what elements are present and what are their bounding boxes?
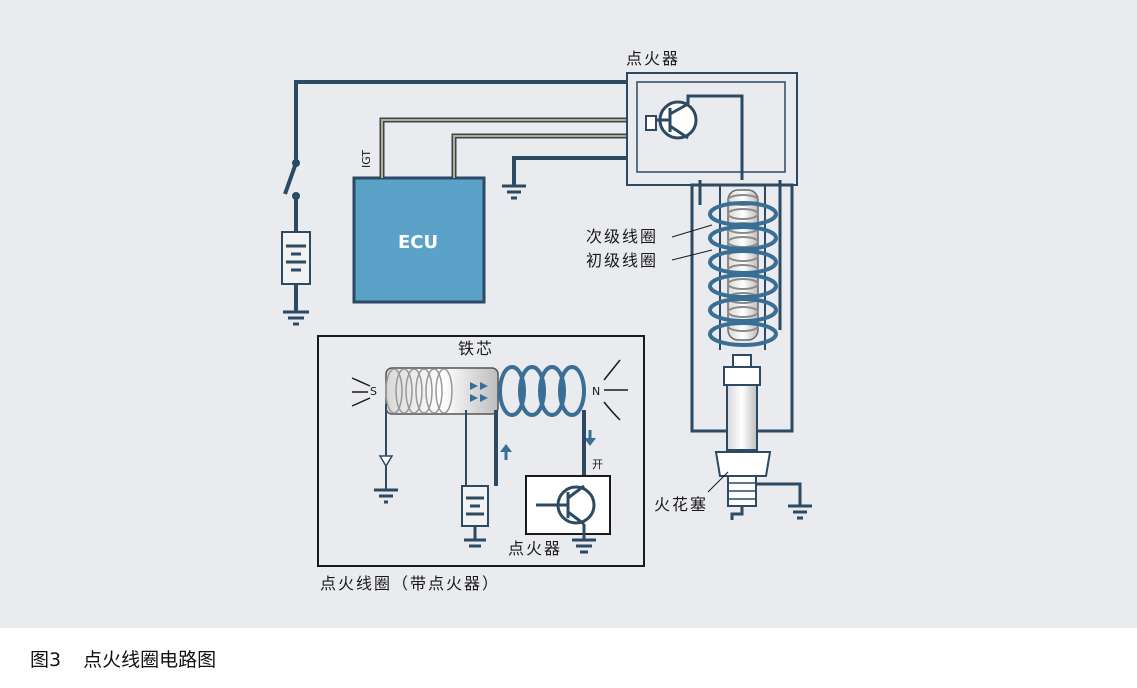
figure-caption: 图3 点火线圈电路图 (30, 645, 238, 672)
igniter-bottom-label: 点火器 (508, 539, 562, 558)
primary-coil (708, 201, 778, 347)
inset-igniter (525, 475, 611, 554)
inset-ground-left (374, 455, 398, 504)
ecu-label: ECU (398, 232, 438, 253)
pole-n-label: N (592, 385, 600, 398)
inset-primary-coil (498, 365, 586, 417)
figure-number: 图3 (30, 649, 62, 671)
coil-with-igniter-label: 点火线圈（带点火器） (320, 574, 500, 593)
igt-label: IGT (360, 150, 373, 168)
switch-open-label: 开 (592, 458, 603, 471)
spark-plug-label: 火花塞 (654, 495, 708, 514)
current-down-arrow (584, 438, 596, 446)
switch (283, 159, 300, 232)
iron-core (385, 367, 499, 415)
battery (281, 231, 311, 312)
ignition-circuit-diagram: ECU IGT 点火器 (281, 49, 812, 593)
ground-symbol-battery (283, 310, 309, 326)
igniter-box (626, 72, 798, 186)
ecu-box: ECU (352, 176, 486, 304)
iron-core-label: 铁芯 (458, 339, 494, 358)
figure-title: 点火线圈电路图 (83, 649, 217, 671)
pole-s-label: S (370, 385, 377, 398)
secondary-coil (727, 189, 759, 341)
igniter-top-label: 点火器 (626, 49, 680, 68)
inset-frame (317, 335, 645, 567)
primary-coil-label: 初级线圈 (586, 251, 658, 270)
spark-plug (714, 354, 802, 520)
secondary-coil-label: 次级线圈 (586, 227, 658, 246)
field-arrows (351, 359, 628, 421)
ground-symbol-spark (788, 504, 812, 520)
ground-symbol-top (502, 184, 526, 200)
current-up-arrow (500, 444, 512, 452)
